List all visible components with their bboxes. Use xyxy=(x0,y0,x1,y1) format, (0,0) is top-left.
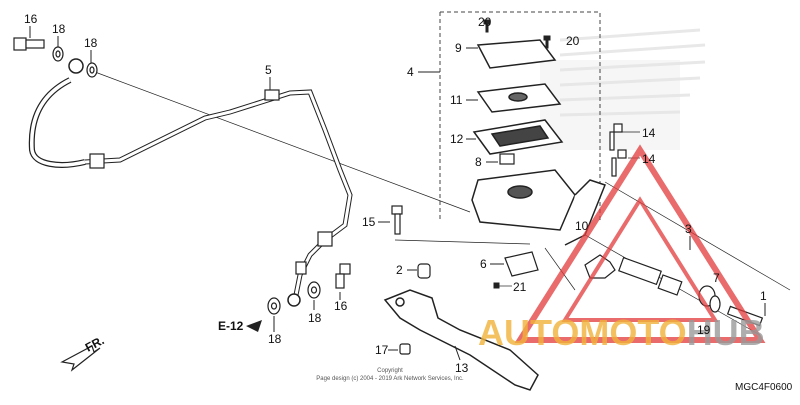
label-16-bottom: 16 xyxy=(334,299,348,313)
label-19: 19 xyxy=(697,323,711,337)
clutch-hose xyxy=(28,58,353,307)
part-labels: 16 18 18 5 20 20 9 4 11 12 8 14 14 10 15… xyxy=(24,12,767,375)
label-8: 8 xyxy=(475,155,482,169)
label-1: 1 xyxy=(760,289,767,303)
ref-e12: E-12 xyxy=(218,319,244,333)
sealing-washer-bottom-1 xyxy=(267,297,281,315)
diaphragm-plate xyxy=(476,83,562,113)
diagram-code: MGC4F0600 xyxy=(735,382,793,393)
label-5: 5 xyxy=(265,63,272,77)
label-20-right: 20 xyxy=(566,34,580,48)
label-3: 3 xyxy=(685,222,692,236)
dust-boot-collar xyxy=(417,263,431,279)
reservoir-cap xyxy=(476,39,557,69)
lever-bushing xyxy=(399,343,411,355)
label-18-top-2: 18 xyxy=(84,36,98,50)
direction-indicator: FR. xyxy=(60,333,106,372)
label-18-bottom-1: 18 xyxy=(268,332,282,346)
label-17: 17 xyxy=(375,343,389,357)
label-6: 6 xyxy=(480,257,487,271)
mirror-bolt-2 xyxy=(611,149,627,177)
copyright-line1: Copyright xyxy=(377,368,403,374)
label-18-top-1: 18 xyxy=(52,22,66,36)
label-14-bottom: 14 xyxy=(642,152,656,166)
wing-logo-watermark xyxy=(559,28,706,117)
circlip xyxy=(709,295,721,313)
cap-screw-1 xyxy=(483,19,491,33)
lever-pivot-bolt xyxy=(391,205,403,235)
switch-screw xyxy=(493,282,500,289)
label-18-bottom-2: 18 xyxy=(308,311,322,325)
clutch-switch xyxy=(504,251,539,277)
float xyxy=(499,153,515,165)
mirror-bolt-1 xyxy=(609,123,623,151)
label-10: 10 xyxy=(575,219,589,233)
label-12: 12 xyxy=(450,132,464,146)
label-7: 7 xyxy=(713,271,720,285)
label-20-top: 20 xyxy=(478,15,492,29)
copyright-line2: Page design (c) 2004 - 2019 Ark Network … xyxy=(316,376,464,382)
watermark-text: AUTOMOTOHUB xyxy=(478,312,765,353)
cap-screw-2 xyxy=(543,35,551,49)
diaphragm xyxy=(472,119,564,155)
label-14-top: 14 xyxy=(642,126,656,140)
banjo-bolt-bottom xyxy=(335,263,351,289)
label-11: 11 xyxy=(450,93,463,107)
banjo-bolt-top xyxy=(13,37,45,51)
guide-lines xyxy=(94,71,791,336)
master-cylinder-body xyxy=(471,169,606,246)
sealing-washer-top-2 xyxy=(86,62,98,78)
label-15: 15 xyxy=(362,215,376,229)
ref-arrow-icon xyxy=(246,320,262,332)
sealing-washer-bottom-2 xyxy=(307,281,321,299)
fr-arrow-icon xyxy=(60,345,101,372)
sealing-washer-top-1 xyxy=(52,46,64,62)
watermark-triangle xyxy=(514,144,766,343)
label-4: 4 xyxy=(407,65,414,79)
label-16-top: 16 xyxy=(24,12,38,26)
label-9: 9 xyxy=(455,41,462,55)
clutch-lever xyxy=(383,289,539,391)
label-13: 13 xyxy=(455,361,469,375)
label-2: 2 xyxy=(396,263,403,277)
label-21: 21 xyxy=(513,280,527,294)
